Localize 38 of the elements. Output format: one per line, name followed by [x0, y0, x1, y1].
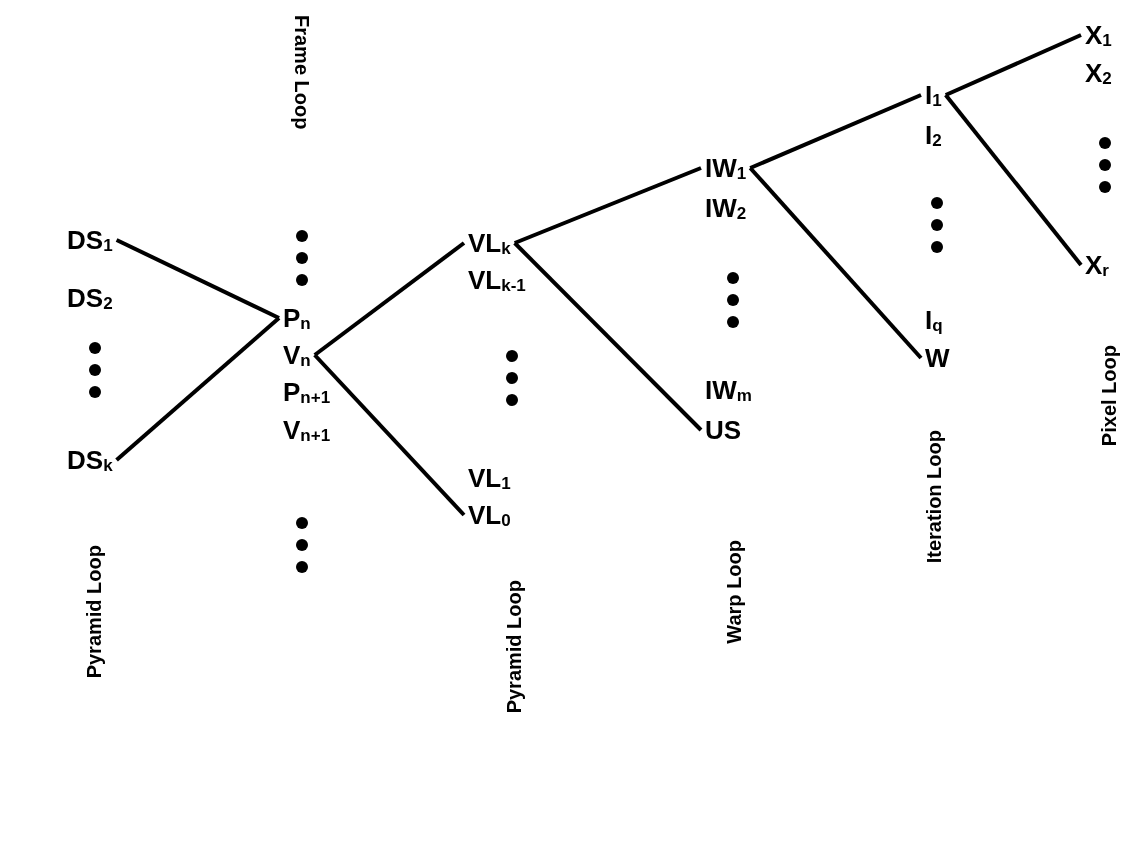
node-label: I$_{2}$	[925, 120, 942, 150]
node-label: VL$_{0}$	[468, 500, 511, 530]
connector-line	[944, 93, 1083, 267]
connector-line	[944, 33, 1082, 97]
connector-line	[313, 241, 466, 357]
node-label: IW$_{2}$	[705, 193, 747, 223]
loop-label: Pixel Loop	[1098, 345, 1121, 447]
node-label: IW$_{1}$	[705, 153, 747, 183]
node-label: W	[925, 343, 950, 373]
node-label: X$_{1}$	[1085, 20, 1112, 50]
connector-line	[749, 93, 922, 170]
node-label: I$_{q}$	[925, 305, 943, 335]
loop-label: Pyramid Loop	[503, 580, 526, 714]
node-label: P$_{n+1}$	[283, 377, 331, 407]
node-label: X$_{2}$	[1085, 58, 1112, 88]
node-label: IW$_{m}$	[705, 375, 752, 405]
connector-line	[513, 241, 703, 432]
node-label: VL$_{k-1}$	[468, 265, 526, 295]
loop-label: Frame Loop	[290, 15, 313, 130]
node-label: P$_{n}$	[283, 303, 311, 333]
connector-line	[115, 238, 280, 320]
node-label: I$_{1}$	[925, 80, 942, 110]
node-label: V$_{n}$	[283, 340, 311, 370]
loop-label: Warp Loop	[723, 540, 746, 644]
connector-line	[513, 166, 702, 245]
node-label: DS$_{k}$	[67, 445, 113, 475]
loop-label: Pyramid Loop	[83, 545, 106, 679]
loop-label: Iteration Loop	[923, 430, 946, 564]
node-label: DS$_{2}$	[67, 283, 113, 313]
connector-line	[313, 353, 466, 517]
node-label: VL$_{1}$	[468, 463, 511, 493]
connector-line	[748, 166, 923, 360]
node-label: VL$_{k}$	[468, 228, 511, 258]
node-label: V$_{n+1}$	[283, 415, 331, 445]
node-label: X$_{r}$	[1085, 250, 1109, 280]
node-label: US	[705, 415, 742, 445]
connector-line	[115, 316, 281, 462]
node-label: DS$_{1}$	[67, 225, 113, 255]
